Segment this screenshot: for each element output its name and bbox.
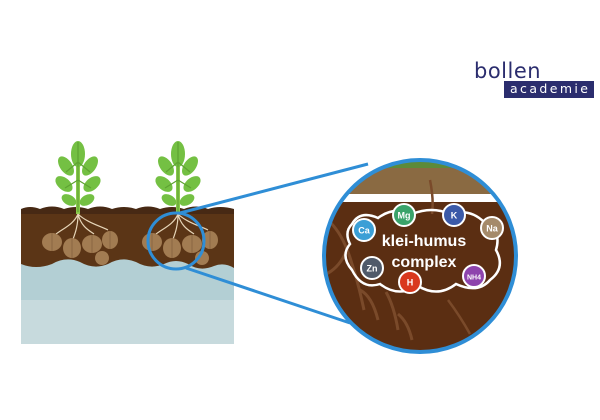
ion-badge-label: K	[451, 211, 458, 221]
deep-subsoil-layer	[21, 300, 234, 344]
logo-line1: bollen	[474, 59, 542, 83]
ion-badge-label: Na	[486, 224, 498, 234]
ion-mg: Mg	[392, 203, 416, 227]
ion-zn: Zn	[360, 256, 384, 280]
zoom-line-top	[179, 162, 369, 215]
tulip-plant-right	[141, 140, 219, 266]
tulip-plant-left	[41, 140, 119, 266]
ion-na: Na	[480, 216, 504, 240]
ion-badge-label: Mg	[398, 211, 411, 221]
ion-badge-circle	[398, 270, 422, 294]
ion-badge-circle	[442, 203, 466, 227]
zoom-circle-ring	[322, 158, 518, 354]
complex-label-line1: klei-humus	[382, 233, 467, 250]
ion-badge-circle	[480, 216, 504, 240]
ion-badge-circle	[360, 256, 384, 280]
ion-badge-circle	[462, 264, 486, 288]
bollen-academie-logo: bollen academie	[474, 60, 596, 100]
magnifier-small-circle	[146, 211, 206, 271]
complex-label-line2: complex	[392, 254, 457, 271]
ion-nh4: NH4	[462, 264, 486, 288]
zoom-line-bottom	[185, 266, 351, 325]
ion-badge-circle	[392, 203, 416, 227]
ion-badge-circle	[352, 218, 376, 242]
ion-badge-label: NH4	[467, 275, 481, 282]
ion-badge-label: H	[407, 278, 414, 288]
ion-h: H	[398, 270, 422, 294]
logo-line2: academie	[504, 81, 595, 98]
ion-ca: Ca	[352, 218, 376, 242]
ion-badge-label: Zn	[367, 264, 378, 274]
ion-badge-label: Ca	[358, 226, 370, 236]
ion-k: K	[442, 203, 466, 227]
